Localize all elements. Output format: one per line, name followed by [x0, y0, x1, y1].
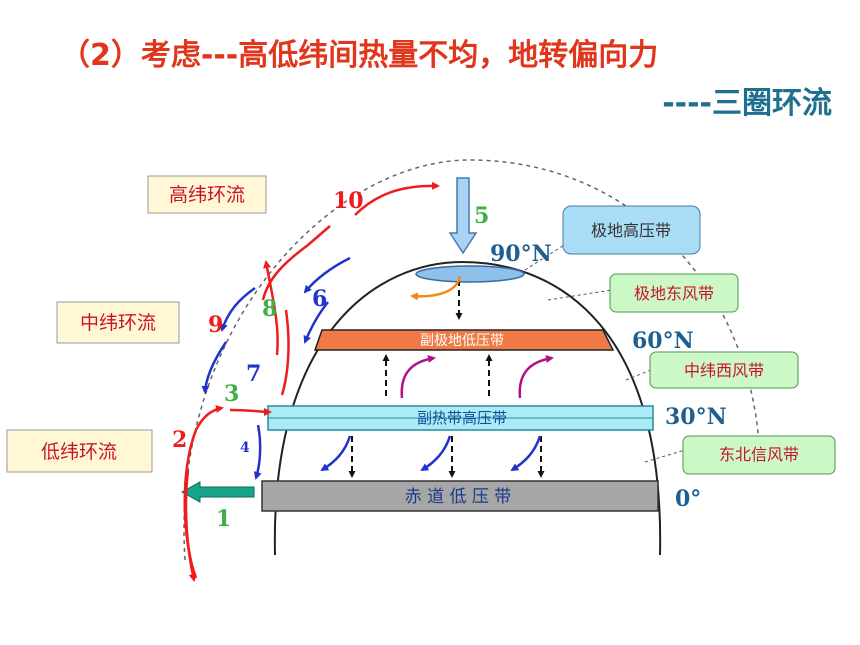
latitude-90: 90°N — [490, 241, 552, 267]
westerly-arrow — [518, 355, 554, 399]
number-10: 10 — [333, 188, 364, 214]
atmosphere-boundary — [183, 159, 761, 561]
arrow-9-down — [201, 341, 228, 394]
high-circulation-box — [147, 175, 267, 214]
arrow-8 — [280, 309, 290, 396]
arrow-10 — [354, 181, 440, 216]
high-circulation-label: 高纬环流 — [169, 184, 245, 206]
number-4: 4 — [240, 440, 250, 456]
trade-wind-arrow — [320, 435, 352, 472]
polar-high-callout — [562, 205, 701, 255]
polar-easterly-callout-label: 极地东风带 — [634, 284, 714, 303]
polar-easterly-arrow — [410, 275, 462, 301]
number-9: 9 — [208, 312, 223, 338]
westerly-arrow — [400, 355, 436, 399]
subpolar-low-belt — [313, 329, 615, 351]
sinking-air-arrow — [448, 177, 478, 255]
subtropical-high-label: 副热带高压带 — [417, 409, 507, 427]
arrow-4 — [253, 424, 262, 480]
number-5: 5 — [474, 203, 489, 229]
number-1: 1 — [216, 506, 231, 532]
polar-high-callout-label: 极地高压带 — [591, 221, 671, 240]
ne-trade-callout — [682, 435, 836, 475]
page-title: （2）考虑---高低纬间热量不均，地转偏向力 — [60, 38, 659, 73]
number-3: 3 — [224, 381, 239, 407]
mid-circulation-box — [56, 301, 180, 344]
arrow-9 — [220, 286, 256, 332]
latitude-0: 0° — [675, 486, 701, 512]
latitude-30: 30°N — [665, 404, 727, 430]
page-subtitle: ----三圈环流 — [662, 86, 832, 121]
mid-circulation-label: 中纬环流 — [80, 312, 156, 334]
earth-dome — [273, 260, 662, 556]
low-circulation-box — [6, 429, 153, 473]
polar-easterly-callout — [609, 273, 739, 313]
westerly-callout — [649, 351, 799, 389]
subpolar-low-label: 副极地低压带 — [420, 333, 504, 349]
westerly-callout-label: 中纬西风带 — [684, 361, 764, 380]
arrow-6-down — [303, 301, 329, 344]
number-8: 8 — [262, 296, 277, 322]
callout-connector-westerly — [625, 369, 652, 381]
polar-high-ellipse — [415, 265, 525, 283]
ne-trade-callout-label: 东北信风带 — [719, 445, 799, 464]
arrow-6 — [303, 256, 351, 294]
surface-outflow-arrow — [180, 481, 255, 503]
arrow-9-up — [263, 260, 279, 356]
arrow-high-lift — [261, 225, 331, 301]
equator-low-label: 赤 道 低 压 带 — [405, 487, 512, 507]
number-2: 2 — [172, 427, 187, 453]
equator-low-belt — [261, 480, 659, 512]
arrow-3 — [229, 407, 272, 416]
arrow-1-left — [184, 469, 197, 582]
trade-wind-arrow — [420, 435, 452, 472]
callout-connector-polar-easterly — [547, 289, 613, 301]
trade-wind-arrow — [510, 435, 542, 472]
low-circulation-label: 低纬环流 — [41, 441, 117, 463]
number-6: 6 — [312, 286, 327, 312]
callout-connector-ne-trade — [644, 449, 686, 463]
number-7: 7 — [246, 361, 261, 387]
latitude-60: 60°N — [632, 328, 694, 354]
